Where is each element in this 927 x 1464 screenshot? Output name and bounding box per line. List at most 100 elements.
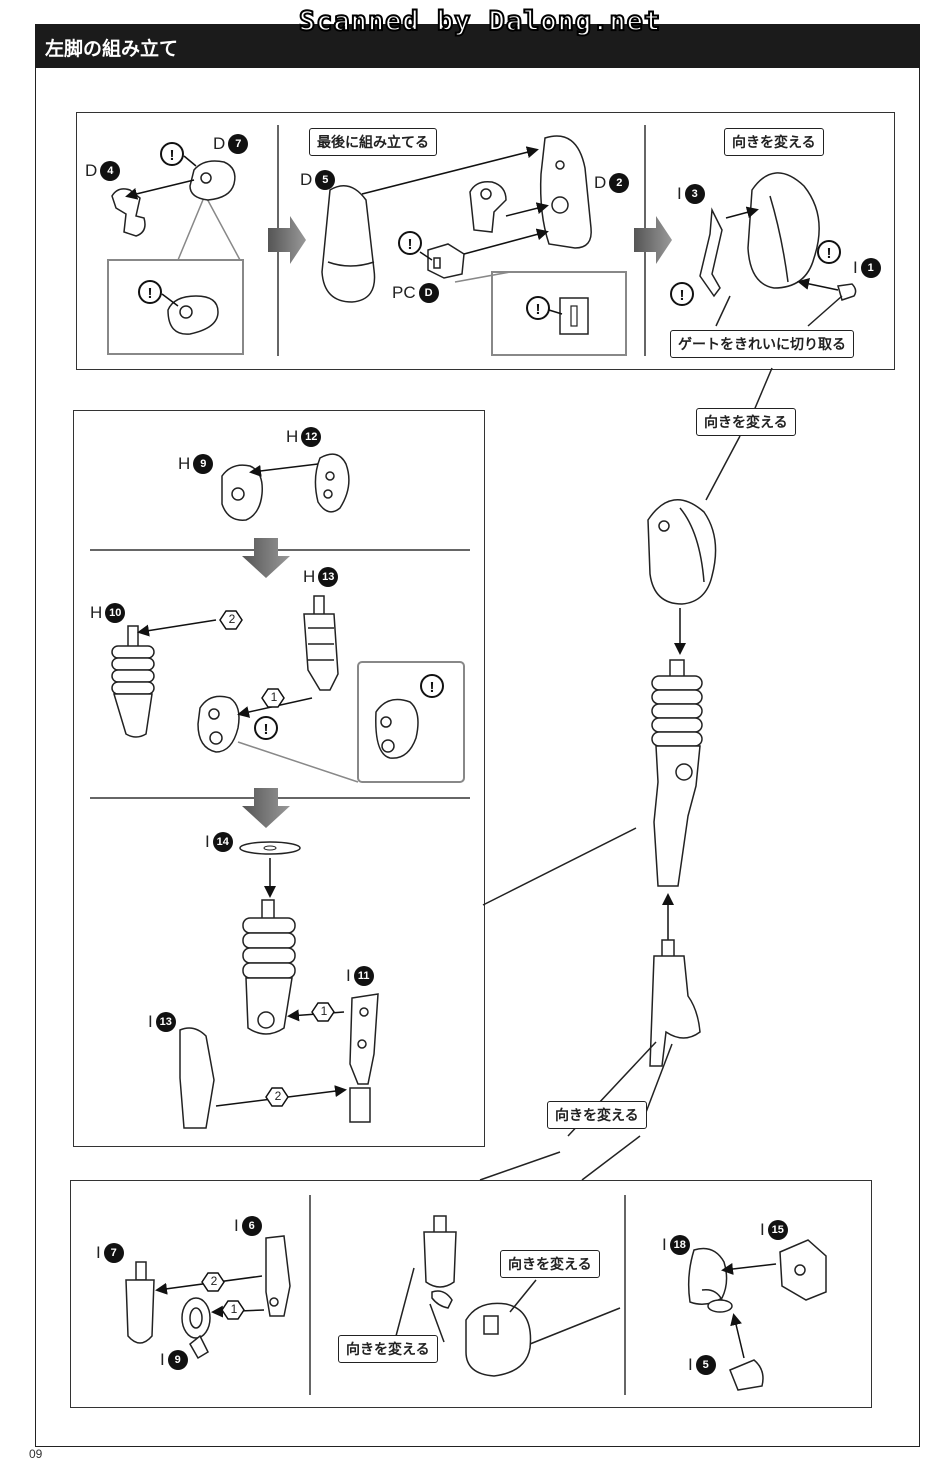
- part-d7-detail: [167, 295, 219, 335]
- part-h9-detail: [375, 698, 419, 759]
- part-i9: [181, 1297, 211, 1360]
- caution-mark: !: [264, 721, 269, 738]
- runner-letter: I: [853, 258, 858, 277]
- part-i18: [687, 1247, 728, 1305]
- part-number-badge: 7: [228, 134, 249, 154]
- flow-arrow-right-1: [268, 216, 306, 264]
- runner-letter: I: [96, 1243, 101, 1262]
- part-number-badge: 6: [241, 1216, 262, 1236]
- runner-letter: I: [234, 1216, 239, 1235]
- step-marker-1: 1: [320, 1004, 328, 1018]
- runner-letter: H: [303, 567, 316, 586]
- caution-mark: !: [408, 236, 413, 253]
- part-h13: [303, 595, 339, 691]
- top-steps-panel: [76, 112, 895, 370]
- step-order-markers: [201, 610, 335, 1320]
- part-knee-joint: [423, 1215, 457, 1309]
- detail-inset-d7: [107, 259, 244, 355]
- caution-mark: !: [430, 679, 435, 696]
- part-i15: [779, 1239, 827, 1301]
- runner-letter: H: [286, 427, 299, 446]
- part-number-badge: 13: [318, 567, 339, 587]
- bottom-steps-panel: [70, 1180, 872, 1408]
- middle-left-panel: [73, 410, 485, 1147]
- part-shell: [747, 172, 820, 289]
- runner-letter: D: [85, 161, 98, 180]
- part-number-badge: 9: [167, 1350, 188, 1370]
- part-number-badge: 3: [684, 184, 705, 204]
- part-h9: [221, 464, 263, 521]
- part-i1: [837, 283, 857, 301]
- part-number-badge: 9: [193, 454, 214, 474]
- detail-inset-h9: [357, 661, 465, 783]
- caution-icon: [138, 142, 841, 740]
- step-marker-2: 2: [228, 612, 236, 626]
- caution-mark: !: [170, 147, 175, 164]
- part-number-badge: 12: [301, 427, 322, 447]
- callout-change-direction: 向きを変える: [696, 408, 796, 436]
- part-d5: [321, 185, 376, 303]
- part-number-badge: 1: [860, 258, 881, 278]
- part-i3: [699, 207, 723, 298]
- page-frame: [35, 68, 920, 1447]
- caution-mark: !: [827, 245, 832, 262]
- part-number-badge: 11: [353, 966, 374, 986]
- part-number-badge: 4: [100, 161, 121, 181]
- runner-letter: I: [160, 1350, 165, 1369]
- step-marker-2: 2: [274, 1089, 282, 1103]
- part-foot-block: [465, 1302, 532, 1377]
- part-i6: [265, 1235, 291, 1317]
- part-d4: [111, 188, 146, 237]
- runner-letter: PC: [392, 283, 416, 302]
- part-leg-core: [242, 899, 296, 1035]
- runner-letter: D: [300, 170, 313, 189]
- scanner-watermark: Scanned by Dalong.net: [298, 5, 662, 38]
- runner-letter: H: [178, 454, 191, 473]
- runner-letter: I: [346, 966, 351, 985]
- part-number-badge: 14: [212, 832, 233, 852]
- callout-assemble-last: 最後に組み立てる: [309, 128, 437, 156]
- assembled-foot: [649, 939, 701, 1067]
- step-marker-1: 1: [230, 1302, 238, 1316]
- assembled-upper-shell: [647, 499, 717, 605]
- assembled-leg-core: [651, 659, 703, 887]
- part-h10: [111, 625, 155, 738]
- part-number-badge: 5: [695, 1355, 716, 1375]
- part-number-badge: 18: [669, 1235, 690, 1255]
- runner-letter: I: [688, 1355, 693, 1374]
- part-d2: [539, 135, 592, 249]
- part-number-badge: 10: [105, 603, 126, 623]
- page-number: 09: [29, 1447, 43, 1461]
- runner-letter: I: [148, 1012, 153, 1031]
- part-h9-joint: [197, 695, 240, 753]
- part-d2-joint: [469, 180, 507, 233]
- callout-change-direction: 向きを変える: [338, 1335, 438, 1363]
- part-h12: [314, 453, 350, 513]
- detail-inset-pcd: [491, 271, 627, 356]
- part-number-badge: 7: [103, 1243, 124, 1263]
- part-i13: [179, 1027, 215, 1129]
- section-title: 左脚の組み立て: [45, 38, 179, 60]
- callout-change-direction: 向きを変える: [724, 128, 824, 156]
- runner-letter: I: [677, 184, 682, 203]
- section-header: 左脚の組み立て: [35, 24, 920, 68]
- caution-mark: !: [536, 301, 541, 318]
- runner-letter: I: [760, 1220, 765, 1239]
